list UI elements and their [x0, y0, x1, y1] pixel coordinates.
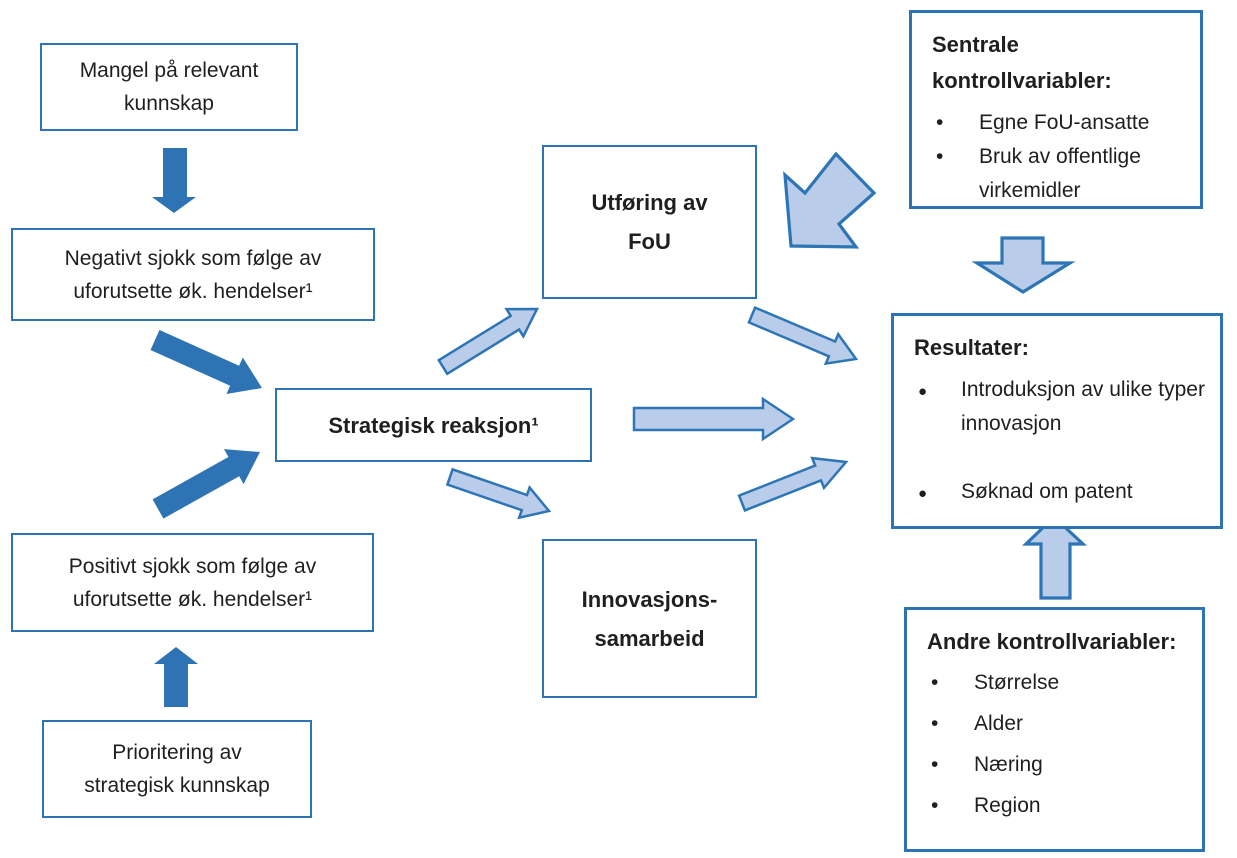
arrow-strategisk-to-innovasjon	[445, 467, 552, 520]
list-item-text: Størrelse	[974, 671, 1060, 694]
list-item: Region	[927, 789, 1188, 822]
list-item: Introduksjon av ulike typer innovasjon	[914, 373, 1206, 441]
box-negativt-line1: Negativt sjokk som følge av	[64, 246, 322, 270]
list-item-text: Alder	[974, 712, 1024, 735]
list-item-text: Region	[974, 794, 1041, 817]
list-item-text: Introduksjon av ulike typer innovasjon	[961, 378, 1205, 435]
box-negativt-line2: uforutsette øk. hendelser¹	[73, 279, 313, 303]
panel-resultater-list: Introduksjon av ulike typer innovasjon S…	[914, 373, 1206, 511]
panel-resultater-title: Resultater:	[914, 335, 1029, 360]
box-mangel: Mangel på relevant kunnskap	[40, 43, 298, 131]
panel-resultater: Resultater: Introduksjon av ulike typer …	[891, 313, 1223, 529]
arrow-prioritering-to-positivt	[154, 647, 198, 707]
arrow-positivt-to-strategisk	[152, 449, 260, 519]
panel-sentrale-kontrollvariabler: Sentrale kontrollvariabler: Egne FoU-ans…	[909, 10, 1203, 209]
box-prioritering-line1: Prioritering av	[112, 741, 242, 764]
arrow-sentrale-to-utforing	[783, 151, 877, 249]
box-mangel-line2: kunnskap	[124, 92, 214, 115]
box-utforing-fou: Utføring av FoU	[542, 145, 757, 299]
box-utforing-line1: Utføring av	[591, 190, 708, 215]
box-prioritering: Prioritering av strategisk kunnskap	[42, 720, 312, 818]
list-item-text: Søknad om patent	[961, 480, 1133, 503]
box-strategisk-reaksjon: Strategisk reaksjon¹	[275, 388, 592, 462]
list-item-text: Egne FoU-ansatte	[979, 111, 1150, 134]
box-positivt-line2: uforutsette øk. hendelser¹	[72, 587, 313, 611]
list-item-text: Bruk av offentlige virkemidler	[979, 145, 1141, 202]
list-item: Størrelse	[927, 666, 1188, 699]
panel-andre-kontrollvariabler: Andre kontrollvariabler: Størrelse Alder…	[904, 607, 1205, 852]
list-item: Næring	[927, 748, 1188, 781]
arrow-mangel-to-negativt	[152, 148, 196, 213]
list-item: Bruk av offentlige virkemidler	[932, 140, 1186, 208]
box-innovasjon-line2: samarbeid	[594, 625, 705, 651]
list-item: Egne FoU-ansatte	[932, 106, 1186, 140]
arrow-strategisk-to-resultater	[632, 396, 796, 442]
box-positivt-sjokk: Positivt sjokk som følge av uforutsette …	[11, 533, 374, 632]
arrow-sentrale-to-resultater	[971, 236, 1076, 294]
arrow-andre-to-resultater	[1022, 514, 1088, 600]
list-item-text: Næring	[974, 753, 1043, 776]
box-positivt-line1: Positivt sjokk som følge av	[68, 554, 317, 578]
arrow-strategisk-to-utforing	[437, 307, 540, 376]
box-prioritering-line2: strategisk kunnskap	[84, 774, 270, 797]
box-negativt-sjokk: Negativt sjokk som følge av uforutsette …	[11, 228, 375, 321]
list-item: Søknad om patent	[914, 475, 1206, 511]
box-strategisk-line1: Strategisk reaksjon¹	[328, 412, 539, 438]
panel-andre-list: Størrelse Alder Næring Region	[927, 666, 1188, 822]
panel-andre-title: Andre kontrollvariabler:	[927, 629, 1177, 654]
list-item: Alder	[927, 707, 1188, 740]
arrow-negativt-to-strategisk	[150, 330, 262, 394]
box-innovasjonssamarbeid: Innovasjons- samarbeid	[542, 539, 757, 698]
panel-sentrale-list: Egne FoU-ansatte Bruk av offentlige virk…	[932, 106, 1186, 208]
panel-sentrale-title: Sentrale kontrollvariabler:	[932, 32, 1112, 93]
arrow-utforing-to-resultater	[747, 305, 859, 366]
box-mangel-line1: Mangel på relevant	[79, 59, 259, 82]
box-utforing-line2: FoU	[628, 229, 671, 254]
box-innovasjon-line1: Innovasjons-	[581, 586, 718, 612]
arrow-innovasjon-to-resultater	[737, 456, 849, 513]
